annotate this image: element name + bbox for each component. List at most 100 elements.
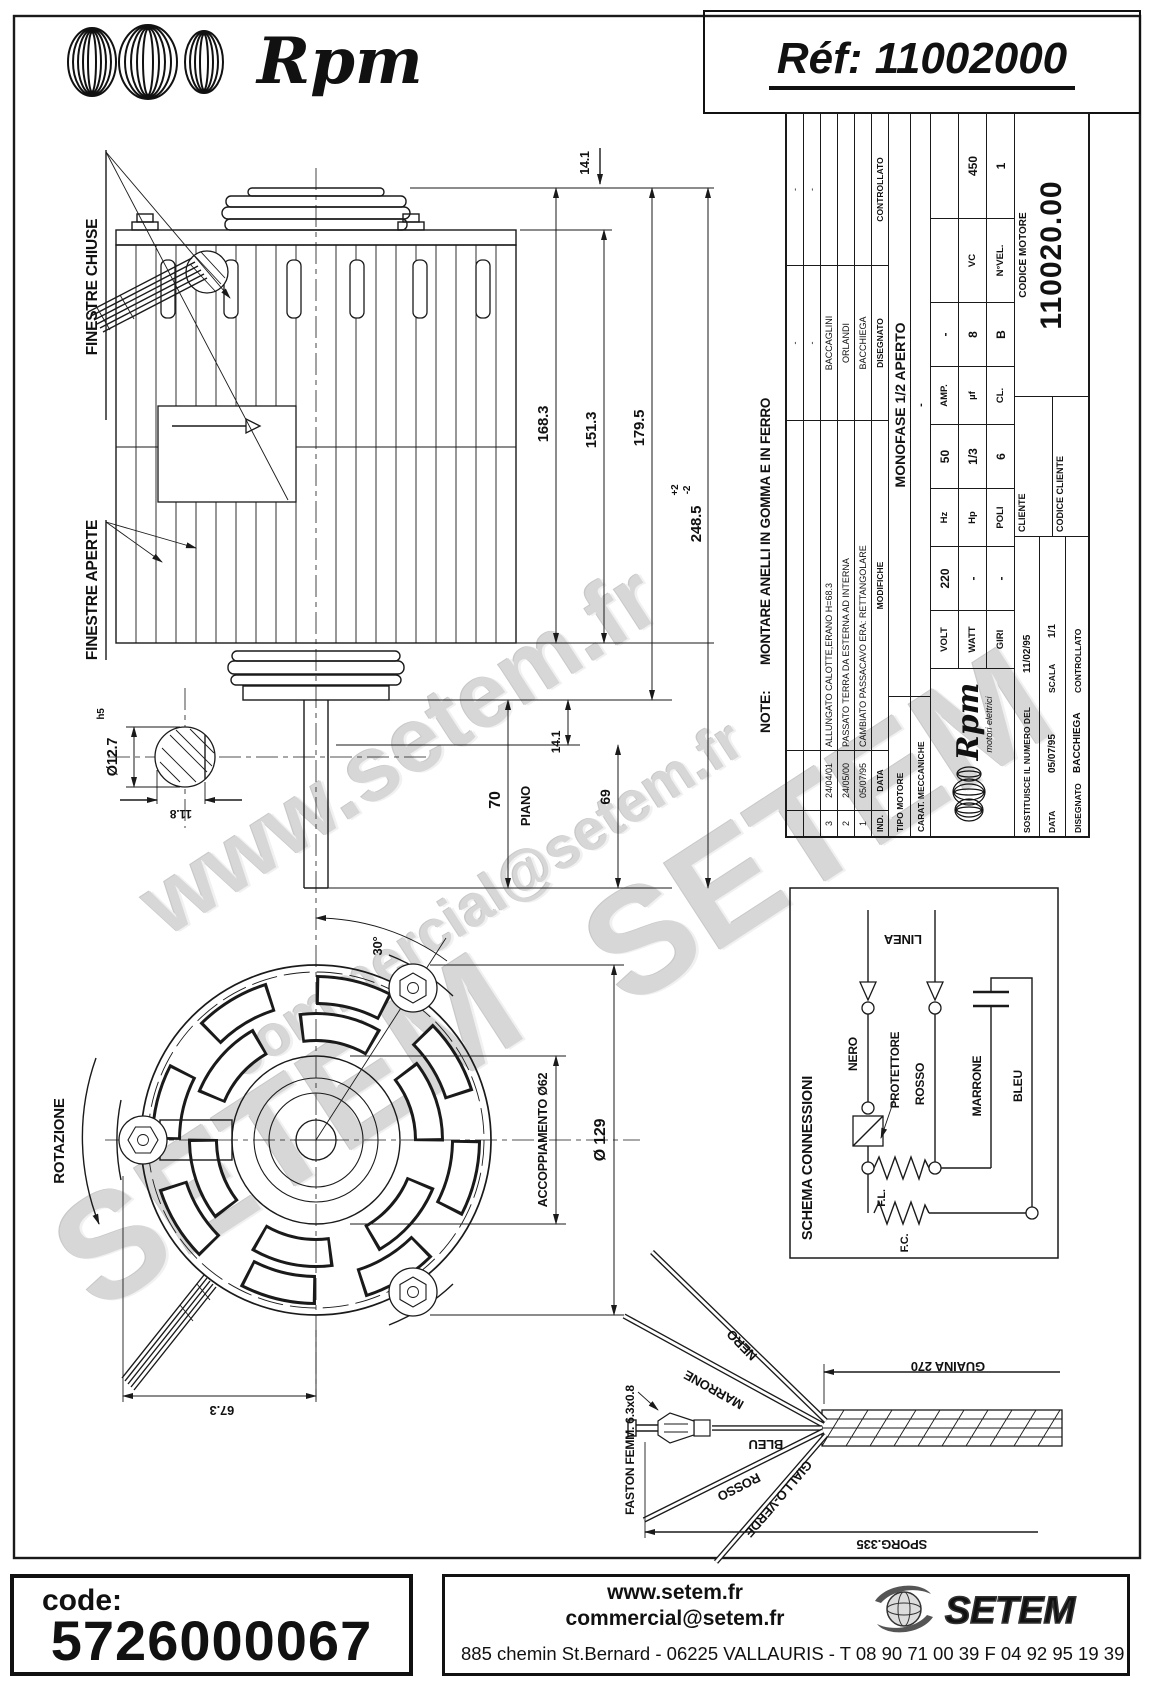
dim-67-3-label: 67.3 (210, 1403, 235, 1418)
carat-meccaniche-row: CARAT. MECCANICHE - (911, 114, 931, 836)
angle-30-label: 30° (370, 936, 385, 955)
linea-arrow-icon (925, 981, 945, 1002)
protettore-label: PROTETTORE (890, 1031, 902, 1108)
rev-cell: ORLANDI (838, 265, 854, 420)
code-value: 5726000067 (50, 1609, 373, 1672)
titleblock-logo: Rpm motori elettrici (931, 668, 1014, 836)
tipo-motore-row: TIPO MOTORE MONOFASE 1/2 APERTO (889, 114, 911, 836)
rev-cell: - (787, 265, 803, 420)
finestre-aperte-label: FINESTRE APERTE (84, 520, 101, 660)
dim-179-5: 179.5 (631, 410, 648, 447)
sostituisce-value: 11/02/95 (1021, 634, 1033, 673)
data-label: DATA (1047, 810, 1058, 833)
rev-cell: - (790, 188, 800, 191)
motor-side-view: FINESTRE CHIUSE FINESTRE APERTE 14.1 168… (84, 148, 714, 905)
vent-slots (160, 259, 491, 319)
hz-label: Hz (931, 488, 958, 546)
mounting-ear-bottom-right (388, 1267, 454, 1326)
rev-cell: ALLUNGATO CALOTTE,ERANO H=68.3 (821, 420, 837, 750)
amp-label: AMP. (931, 366, 958, 424)
cliente-label: CLIENTE (1015, 397, 1053, 536)
scala-label: SCALA (1047, 663, 1058, 693)
giri-value: - (987, 546, 1014, 610)
cable-exit-bundle (87, 250, 229, 333)
volt-value: 220 (931, 546, 958, 610)
electrical-data: Rpm motori elettrici VOLT 220 Hz 50 AMP.… (931, 114, 1015, 836)
coil-icon-small (951, 766, 986, 822)
titleblock-brand-text: Rpm (951, 682, 986, 761)
uf-label: µf (959, 366, 986, 424)
codice-cliente-label: CODICE CLIENTE (1055, 455, 1065, 532)
codice-motore-label: CODICE MOTORE (1018, 212, 1029, 298)
codice-motore-cell: CODICE MOTORE 110020.00 (1015, 114, 1090, 396)
front-cable-bundle (121, 1274, 217, 1391)
titleblock-bottom: SOSTITUISCE IL NUMERO DEL 11/02/95 DATA … (1015, 114, 1090, 836)
rev-cell: 24/04/01 (821, 750, 837, 810)
drawing-frame (12, 14, 1142, 1560)
rev-cell: 24/05/00 (838, 750, 854, 810)
address-text: 885 chemin St.Bernard - 06225 VALLAURIS … (461, 1643, 1125, 1664)
rev-cell (838, 114, 854, 265)
schema-title: SCHEMA CONNESSIONI (800, 1076, 816, 1240)
rev-cell (804, 420, 820, 750)
guaina-dim-label: GUAINA 270 (911, 1359, 985, 1374)
shaft-section-detail: Ø12.7 h5 11.8 (96, 688, 430, 828)
email-text: commercial@setem.fr (565, 1607, 785, 1630)
amp-value: - (931, 302, 958, 366)
carat-label: CARAT. MECCANICHE (911, 696, 930, 836)
rev-cell: 2 (838, 810, 854, 836)
dim-248-5-tol-plus: +2 (670, 484, 681, 496)
rev-header-ind: IND. (872, 810, 888, 836)
website-text: www.setem.fr (607, 1581, 743, 1604)
ref-value: 11002000 (874, 34, 1068, 83)
dim-129-label: Ø 129 (592, 1118, 609, 1161)
tipo-motore-label: TIPO MOTORE (889, 696, 910, 836)
wire-giallo-verde-label: GIALLO-VERDE (741, 1458, 815, 1541)
rev-cell: 1 (855, 810, 871, 836)
rev-cell (787, 810, 803, 836)
wire-nero-label: NERO (723, 1327, 760, 1364)
rev-cell: - (804, 265, 820, 420)
code-label: code: (42, 1584, 123, 1617)
mounting-ear-left (116, 1099, 233, 1181)
capacitor-symbol (973, 990, 1009, 1008)
poli-value: 6 (987, 424, 1014, 488)
schema-rosso-label: ROSSO (913, 1063, 927, 1105)
rev-header-controllato: CONTROLLATO (875, 157, 885, 222)
nvel-label: N°VEL. (987, 218, 1014, 302)
codice-motore-value: 110020.00 (1035, 180, 1068, 330)
faston-connector (627, 1412, 711, 1444)
dim-151-3: 151.3 (583, 412, 600, 449)
rev-header-data: DATA (872, 750, 888, 810)
data-value: 05/07/95 (1046, 734, 1058, 773)
scala-value: 1/1 (1046, 624, 1058, 638)
poli-label: POLI (987, 488, 1014, 546)
brand-logo: Rpm (52, 22, 423, 102)
rev-cell: CAMBIATO PASSACAVO ERA: RETTANGOLARE (855, 420, 871, 750)
dim-70: 70 (487, 791, 504, 809)
coil-icon (67, 24, 224, 100)
sporgenza-dim-label: SPORG.335 (857, 1537, 927, 1552)
faston-label: FASTON FEMM. 6.3x0.8 (623, 1385, 637, 1515)
schema-marrone-label: MARRONE (970, 1056, 984, 1117)
tipo-motore-value: MONOFASE 1/2 APERTO (891, 322, 908, 488)
code-box: code: 5726000067 (10, 1574, 413, 1676)
rev-cell: BACCHIEGA (855, 265, 871, 420)
dim-248-5: 248.5 (688, 506, 705, 543)
rev-cell: 3 (821, 810, 837, 836)
watt-value: - (959, 546, 986, 610)
schema-bleu-label: BLEU (1011, 1070, 1025, 1102)
shaft-diameter-label: Ø12.7 (105, 738, 121, 777)
setem-logo-text: SETEM (945, 1590, 1076, 1632)
dim-69: 69 (597, 789, 613, 805)
titleblock-brand-sub: motori elettrici (984, 696, 994, 753)
shaft-tolerance-label: h5 (96, 708, 107, 720)
cable-diagram: NERO MARRONE BLEU ROSSO GIALLO-VERDE FAS… (622, 1250, 1063, 1564)
cl-value: B (987, 302, 1014, 366)
setem-logo: SETEM (867, 1579, 1117, 1644)
carat-value: - (914, 403, 927, 407)
rev-cell: 05/07/95 (855, 750, 871, 810)
